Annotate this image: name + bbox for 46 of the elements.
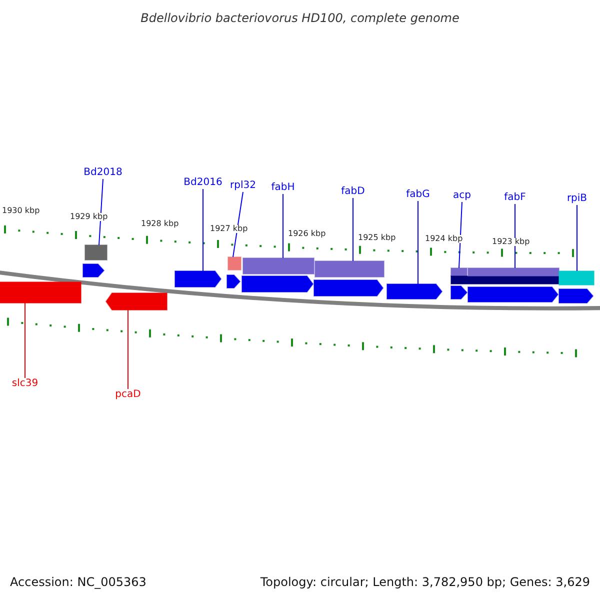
accession-note: Accession: NC_005363 (10, 576, 146, 588)
gene-label: pcaD (115, 390, 141, 400)
gene-feature (82, 264, 105, 278)
leader-line (352, 198, 354, 262)
gene-feature (558, 288, 594, 304)
gene-label: rpl32 (230, 181, 256, 191)
gene-feature (468, 268, 560, 276)
gene-label: Bd2018 (84, 168, 122, 178)
gene-feature (386, 284, 443, 300)
gene-label: Bd2016 (184, 178, 222, 188)
gene-feature (226, 274, 241, 288)
gene-feature (314, 260, 384, 278)
gene-label: fabD (341, 187, 365, 197)
gene-label: fabH (271, 183, 295, 193)
genome-summary: Topology: circular; Length: 3,782,950 bp; Genes: 3,629 (260, 576, 590, 588)
gene-feature (105, 292, 168, 310)
scale-label: 1926 kbp (288, 230, 326, 238)
gene-feature (242, 258, 314, 274)
leader-line (24, 302, 26, 378)
scale-label: 1930 kbp (2, 207, 40, 215)
leader-line (576, 204, 578, 272)
gene-feature (558, 270, 594, 286)
gene-feature (174, 270, 222, 288)
leader-line (202, 188, 204, 272)
gene-label: fabG (406, 190, 430, 200)
scale-label: 1924 kbp (425, 235, 463, 243)
gene-feature (314, 280, 384, 296)
leader-line (282, 194, 284, 258)
gene-feature (84, 244, 108, 260)
gene-label: acp (453, 191, 471, 201)
gene-label: fabF (504, 193, 526, 203)
gene-feature (450, 268, 468, 276)
gene-feature (450, 276, 560, 284)
scale-label: 1923 kbp (492, 238, 530, 246)
scale-label: 1929 kbp (70, 213, 108, 221)
gene-feature (0, 282, 82, 304)
scale-label: 1927 kbp (210, 225, 248, 233)
gene-feature (228, 256, 242, 270)
gene-label: rpiB (566, 194, 588, 204)
map-title: Bdellovibrio bacteriovorus HD100, complete genome (140, 12, 460, 24)
scale-label: 1928 kbp (141, 220, 179, 228)
gene-label: slc39 (12, 379, 38, 389)
scale-label: 1925 kbp (358, 234, 396, 242)
leader-line (232, 192, 244, 258)
leader-line (98, 178, 104, 246)
leader-line (514, 204, 516, 268)
